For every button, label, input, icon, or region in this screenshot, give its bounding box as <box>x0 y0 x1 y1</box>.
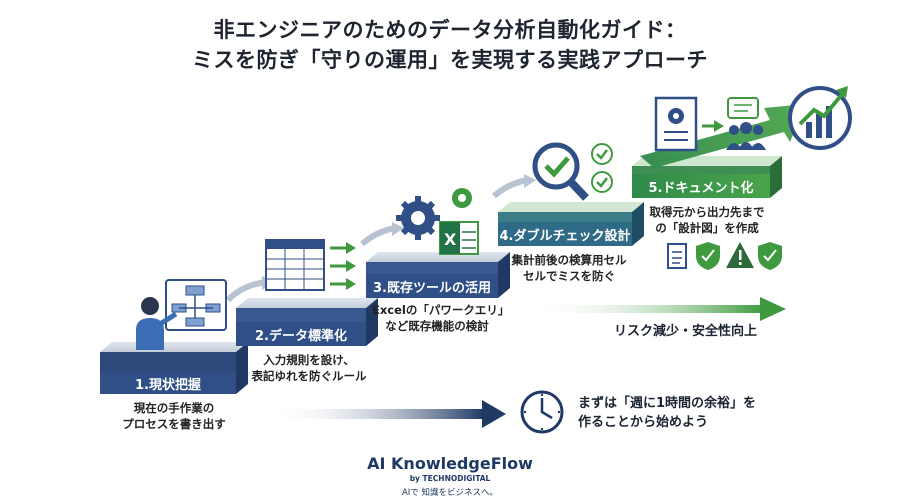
brand-tagline: AIで 知識をビジネスへ。 <box>401 488 499 498</box>
risk-arrow <box>530 297 786 321</box>
step-1-description: 現在の手作業の プロセスを書き出す <box>122 401 226 431</box>
svg-text:X: X <box>444 230 457 249</box>
start-arrow <box>270 400 506 428</box>
start-message: まずは「週に1時間の余裕」を 作ることから始めよう <box>578 396 757 430</box>
brand-byline: by TECHNODIGITAL <box>409 474 491 483</box>
page-title-line2: ミスを防ぎ「守りの運用」を実現する実践アプローチ <box>192 48 708 72</box>
chat-team-icon <box>726 97 766 150</box>
spreadsheet-icon <box>265 239 356 291</box>
document-small-icon <box>667 243 687 269</box>
risk-message: リスク減少・安全性向上 <box>614 324 758 339</box>
step-3-description: Excelの「パワークエリ」 など既存機能の検討 <box>372 303 510 333</box>
shield-check-icon <box>696 242 720 270</box>
step-4-label: 4.ダブルチェック設計 <box>499 228 631 244</box>
connector-arrow-3 <box>492 177 529 199</box>
page-title-line1: 非エンジニアのためのデータ分析自動化ガイド： <box>213 18 687 42</box>
magnifier-check-icon <box>532 142 613 201</box>
step-1-label: 1.現状把握 <box>135 377 201 393</box>
step-2-block <box>236 298 378 346</box>
step-5-description: 取得元から出力先まで の「設計図」を作成 <box>649 205 765 235</box>
step-4-block <box>498 202 644 246</box>
step-5-label: 5.ドキュメント化 <box>648 180 754 196</box>
step-3-label: 3.既存ツールの活用 <box>373 280 491 296</box>
step-2-description: 入力規則を設け、 表記ゆれを防ぐルール <box>251 353 367 383</box>
clock-icon <box>520 390 564 434</box>
connector-arrow-2 <box>360 225 397 247</box>
document-gear-icon <box>654 96 724 152</box>
step-2-label: 2.データ標準化 <box>255 328 347 344</box>
growth-chart-icon <box>788 86 852 150</box>
connector-arrow-1 <box>225 279 267 303</box>
step-4-description: 集計前後の検算用セル セルでミスを防ぐ <box>511 253 627 283</box>
warning-icon <box>726 242 754 268</box>
step-1-block <box>100 342 248 394</box>
growth-arrow <box>640 104 806 168</box>
shield-check-icon <box>758 242 782 270</box>
brand-logo: AI KnowledgeFlow <box>367 454 533 473</box>
person-flowchart-icon <box>136 279 227 350</box>
gear-excel-icon: X <box>396 188 479 255</box>
